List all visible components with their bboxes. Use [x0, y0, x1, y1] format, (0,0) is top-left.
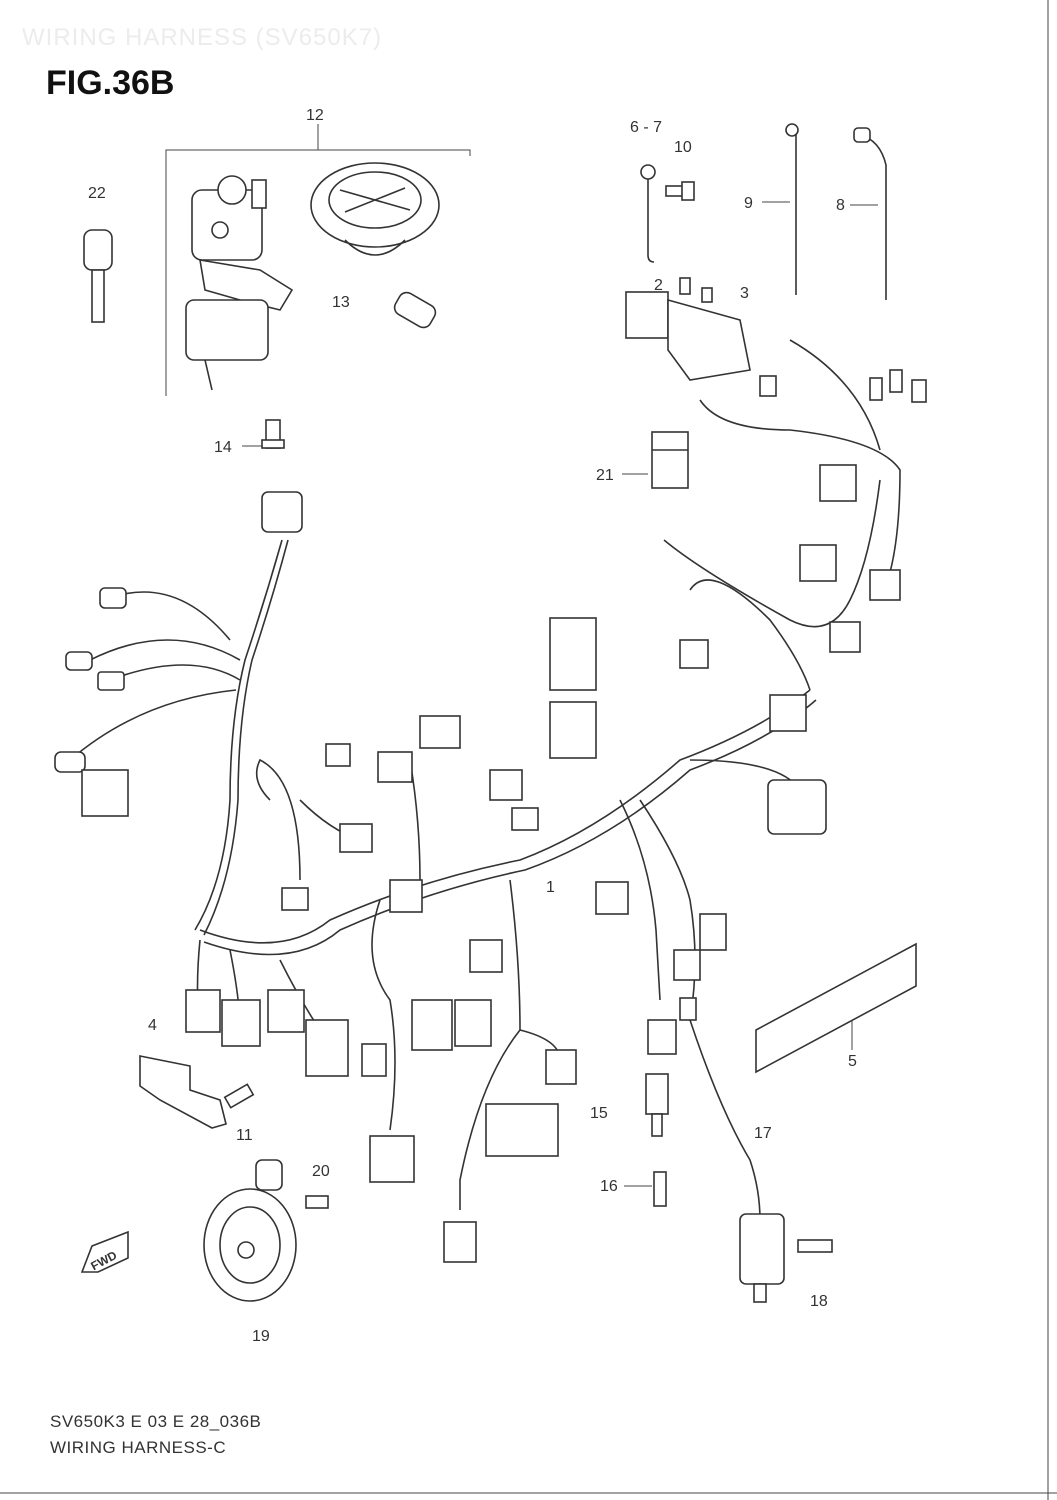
callout-2: 2	[654, 277, 663, 294]
relay-21	[622, 431, 689, 489]
callout-6-7: 6 - 7	[630, 119, 662, 136]
callout-20: 20	[312, 1163, 330, 1180]
callout-5: 5	[848, 1053, 857, 1070]
callout-3: 3	[740, 285, 749, 302]
callout-12: 12	[306, 107, 324, 124]
footer-name: WIRING HARNESS-C	[50, 1438, 227, 1457]
horn-19	[203, 1159, 297, 1302]
screw-14	[242, 419, 285, 449]
bracket-12	[165, 124, 471, 396]
callout-15: 15	[590, 1105, 608, 1122]
lock-cylinder-part	[393, 291, 437, 329]
fwd-arrow-icon: FWD	[80, 1230, 129, 1273]
sensor-17	[739, 1213, 785, 1303]
callout-17: 17	[754, 1125, 772, 1142]
callout-1: 1	[546, 879, 555, 896]
bolt-20	[305, 1195, 329, 1209]
switch-15	[645, 1073, 669, 1137]
callout-10: 10	[674, 139, 692, 156]
figure-label: FIG.36B	[46, 64, 175, 102]
callout-8: 8	[836, 197, 845, 214]
bolt-11	[223, 1083, 255, 1109]
bolt-18	[797, 1239, 833, 1253]
callout-9: 9	[744, 195, 753, 212]
callout-22: 22	[88, 185, 106, 202]
relay-block-2-3	[625, 277, 777, 397]
tape-5	[755, 942, 917, 1074]
spring-16	[624, 1171, 667, 1207]
clamp-6-7	[640, 164, 656, 263]
bracket-4	[139, 1055, 227, 1129]
callout-18: 18	[810, 1293, 828, 1310]
cable-tie-9	[762, 123, 799, 295]
connectors	[54, 369, 927, 1263]
footer-code: SV650K3 E 03 E 28_036B	[50, 1412, 262, 1431]
callout-21: 21	[596, 467, 614, 484]
header-ghost-title: WIRING HARNESS (SV650K7)	[22, 24, 383, 51]
callout-4: 4	[148, 1017, 157, 1034]
callout-19: 19	[252, 1328, 270, 1345]
callout-14: 14	[214, 439, 232, 456]
bolt-10	[665, 181, 695, 201]
ignition-switch-part	[185, 175, 294, 391]
callout-13: 13	[332, 294, 350, 311]
callout-11: 11	[236, 1127, 253, 1144]
cable-tie-8	[850, 127, 887, 300]
callout-16: 16	[600, 1178, 618, 1195]
fuel-cap-part	[310, 162, 440, 256]
key-part	[83, 229, 113, 323]
